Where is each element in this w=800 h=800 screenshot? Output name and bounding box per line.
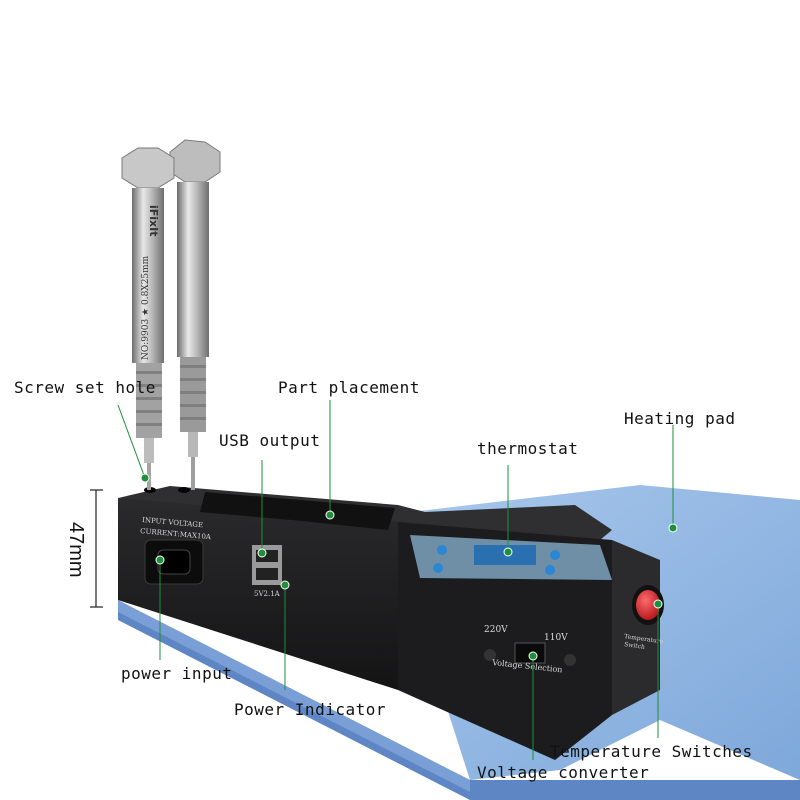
heating-station-device <box>118 486 664 760</box>
label-screw-set-hole: Screw set hole <box>14 378 156 397</box>
label-temperature-switches: Temperature Switches <box>550 742 753 761</box>
label-voltage-converter: Voltage converter <box>477 763 650 782</box>
dimension-bracket <box>90 489 103 608</box>
v220-text: 220V <box>484 625 508 635</box>
label-part-placement: Part placement <box>278 378 420 397</box>
callout-markers <box>140 473 678 661</box>
label-power-input: power input <box>121 664 233 683</box>
screwdriver-brand-text: iFixIt <box>147 205 160 237</box>
screwdriver-model-text: NO:9903 ★ 0.8X25mm <box>141 255 151 360</box>
label-power-indicator: Power Indicator <box>234 700 386 719</box>
label-dimension: 47mm <box>65 522 87 578</box>
usb-rating-text: 5V2.1A <box>254 590 281 598</box>
label-usb-output: USB output <box>219 431 321 450</box>
screwdriver-back <box>169 139 221 490</box>
label-thermostat: thermostat <box>477 439 579 458</box>
v110-text: 110V <box>544 633 568 643</box>
temperature-switch-text-2: Switch <box>624 641 646 651</box>
label-heating-pad: Heating pad <box>624 409 736 428</box>
callout-leader-lines <box>117 400 674 760</box>
screwdriver-front <box>121 147 175 490</box>
